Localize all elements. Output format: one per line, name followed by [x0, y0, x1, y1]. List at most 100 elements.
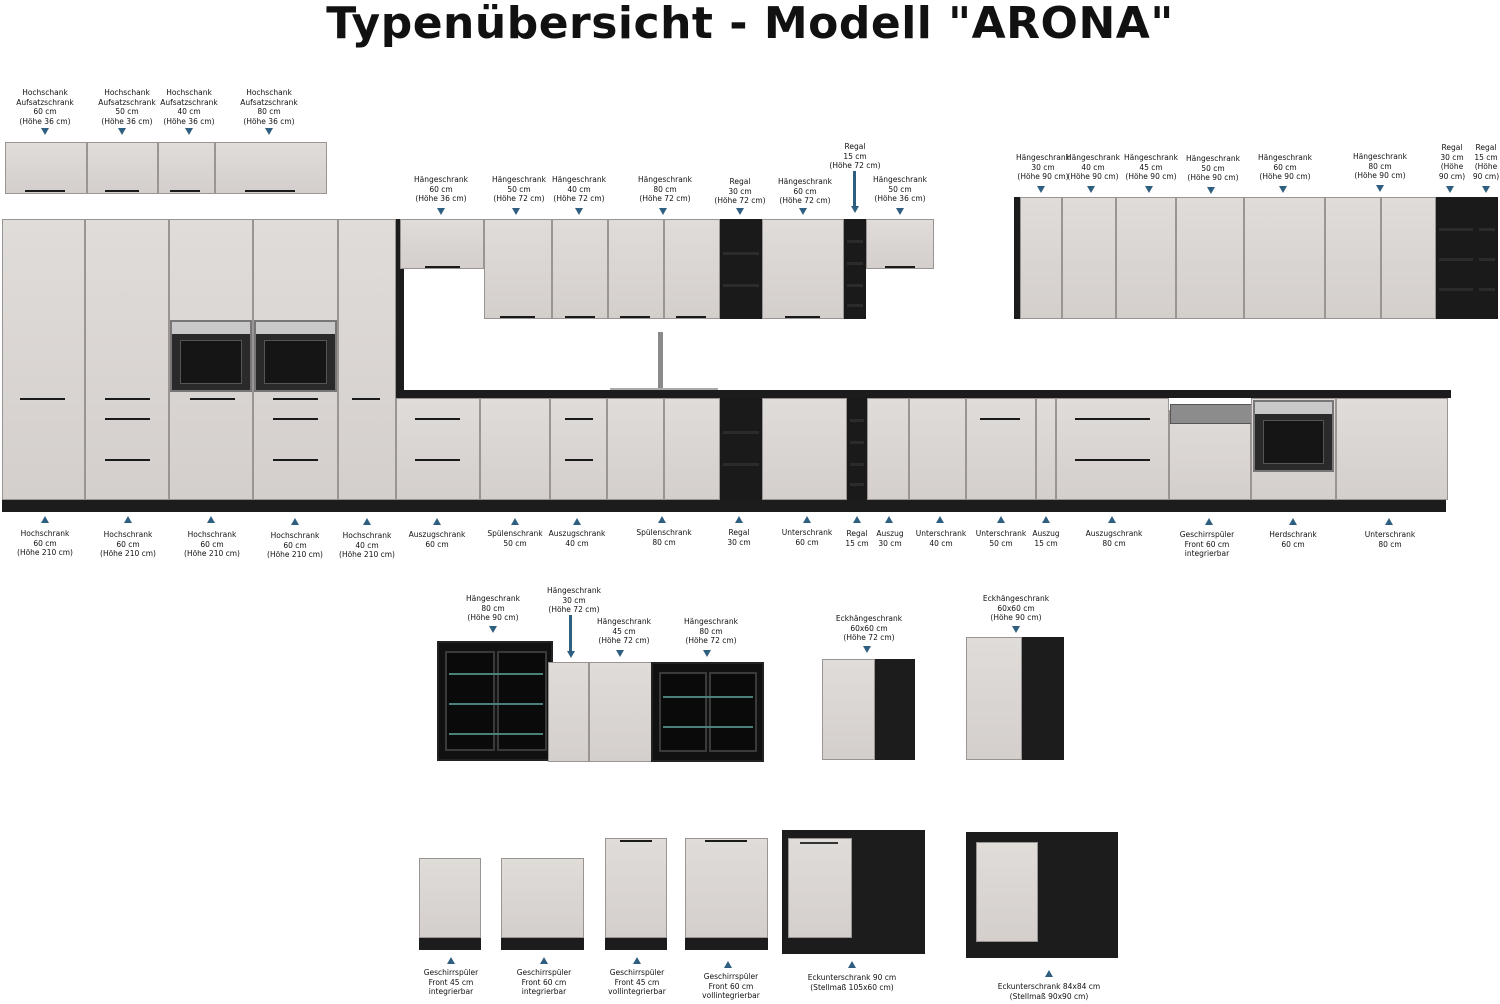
label-l-eck84: Eckunterschrank 84x84 cm (Stellmaß 90x90… [997, 982, 1101, 1001]
arrow-down-icon [575, 208, 583, 215]
arrow-up-icon [848, 961, 856, 968]
auszugschrank-60 [396, 398, 480, 500]
plinth [685, 938, 768, 950]
arrow-up-icon [1385, 518, 1393, 525]
label-ausz60: Auszugschrank 60 cm [408, 530, 466, 549]
hochschrank-5 [338, 219, 396, 500]
auszugschrank-40 [550, 398, 607, 500]
handle [170, 190, 200, 192]
handle [620, 316, 650, 318]
aufsatzschrank-50 [87, 142, 158, 194]
oven-2 [254, 320, 337, 392]
front-45-integrierbar [419, 858, 481, 938]
arrow-up-icon [997, 516, 1005, 523]
dishwasher-panel [1170, 404, 1260, 424]
front-45-vollintegrierbar [605, 838, 667, 938]
arrow-down-icon [1145, 186, 1153, 193]
label-h60-36: Hängeschrank 60 cm (Höhe 36 cm) [414, 175, 468, 203]
handle [273, 418, 318, 420]
haengeschrank-50-36 [866, 219, 934, 269]
label-l-gesch60v: Geschirrspüler Front 60 cm vollintegrier… [702, 972, 760, 1000]
arrow-down-icon [437, 208, 445, 215]
label-unter80: Unterschrank 80 cm [1364, 530, 1416, 549]
haengeschrank-50-90 [1176, 197, 1244, 319]
arrow-down-icon [489, 626, 497, 633]
geschirrspueler-60 [1169, 410, 1251, 500]
auszug-30 [867, 398, 909, 500]
handle [705, 840, 747, 842]
arrow-down-icon [736, 208, 744, 215]
handle [352, 398, 380, 400]
label-unter50: Unterschrank 50 cm [975, 529, 1027, 548]
label-spuel80: Spülenschrank 80 cm [636, 528, 692, 547]
plinth [605, 938, 667, 950]
worktop [396, 390, 1451, 398]
arrow-up-icon [363, 518, 371, 525]
label-aufsatz-50: Hochschank Aufsatzschrank 50 cm (Höhe 36… [98, 88, 156, 126]
handle [565, 316, 595, 318]
arrow-up-icon [1045, 970, 1053, 977]
haengeschrank-30-72 [548, 662, 589, 762]
arrow-up-icon [573, 518, 581, 525]
arrow-down-icon [185, 128, 193, 135]
handle [20, 398, 65, 400]
back-panel [396, 219, 404, 391]
label-h40-90: Hängeschrank 40 cm (Höhe 90 cm) [1066, 153, 1120, 181]
handle [245, 190, 295, 192]
front-60-integrierbar [501, 858, 584, 938]
arrow-up-icon [447, 957, 455, 964]
handle [105, 459, 150, 461]
arrow-up-icon [724, 961, 732, 968]
faucet-icon [658, 332, 663, 390]
arrow-down-icon [1482, 186, 1490, 193]
label-aufsatz-80: Hochschank Aufsatzschrank 80 cm (Höhe 36… [240, 88, 298, 126]
unterschrank-40 [909, 398, 966, 500]
label-h50-36: Hängeschrank 50 cm (Höhe 36 cm) [873, 175, 927, 203]
label-hoch60b: Hochschrank 60 cm (Höhe 210 cm) [100, 530, 156, 558]
handle [105, 418, 150, 420]
haengeschrank-60-72 [762, 219, 844, 319]
handle [273, 459, 318, 461]
oven-1 [170, 320, 252, 392]
handle [785, 316, 820, 318]
page-title: Typenübersicht - Modell "ARONA" [326, 0, 1174, 49]
arrow-up-icon [41, 516, 49, 523]
arrow-down-icon [1446, 186, 1454, 193]
label-l-gesch60i: Geschirrspüler Front 60 cm integrierbar [516, 968, 572, 996]
handle [620, 840, 652, 842]
arrow-up-icon [540, 957, 548, 964]
label-h45-90: Hängeschrank 45 cm (Höhe 90 cm) [1124, 153, 1178, 181]
arrow-down-icon [512, 208, 520, 215]
label-ausz40: Auszugschrank 40 cm [548, 529, 606, 548]
regal-15-90 [1476, 197, 1498, 319]
arrow-down-icon [1376, 185, 1384, 192]
arrow-up-icon [1108, 516, 1116, 523]
plinth [2, 500, 1446, 512]
haengeschrank-60-90 [1244, 197, 1325, 319]
label-unter60: Unterschrank 60 cm [781, 528, 833, 547]
arrow-down-icon [265, 128, 273, 135]
label-hoch60c: Hochschrank 60 cm (Höhe 210 cm) [184, 530, 240, 558]
handle [273, 398, 318, 400]
long-arrow-icon [569, 615, 572, 651]
arrow-up-icon [658, 516, 666, 523]
label-regal30-72: Regal 30 cm (Höhe 72 cm) [714, 177, 766, 205]
label-hoch60a: Hochschrank 60 cm (Höhe 210 cm) [17, 529, 73, 557]
arrow-down-icon [1037, 186, 1045, 193]
label-m-eck-72: Eckhängeschrank 60x60 cm (Höhe 72 cm) [835, 614, 903, 642]
label-h80-90: Hängeschrank 80 cm (Höhe 90 cm) [1353, 152, 1407, 180]
haengeschrank-45-72 [589, 662, 652, 762]
hochschrank-2 [85, 219, 169, 500]
handle [25, 190, 65, 192]
label-h50-72: Hängeschrank 50 cm (Höhe 72 cm) [492, 175, 546, 203]
plinth [501, 938, 584, 950]
hochschrank-1 [2, 219, 85, 500]
arrow-down-icon [41, 128, 49, 135]
label-m-h45-72: Hängeschrank 45 cm (Höhe 72 cm) [597, 617, 651, 645]
label-h60-90: Hängeschrank 60 cm (Höhe 90 cm) [1258, 153, 1312, 181]
arrow-up-icon [885, 516, 893, 523]
arrow-up-icon [207, 516, 215, 523]
glass-haengeschrank-80-72 [651, 662, 764, 762]
label-regal15: Regal 15 cm [845, 529, 869, 548]
handle [800, 842, 838, 844]
